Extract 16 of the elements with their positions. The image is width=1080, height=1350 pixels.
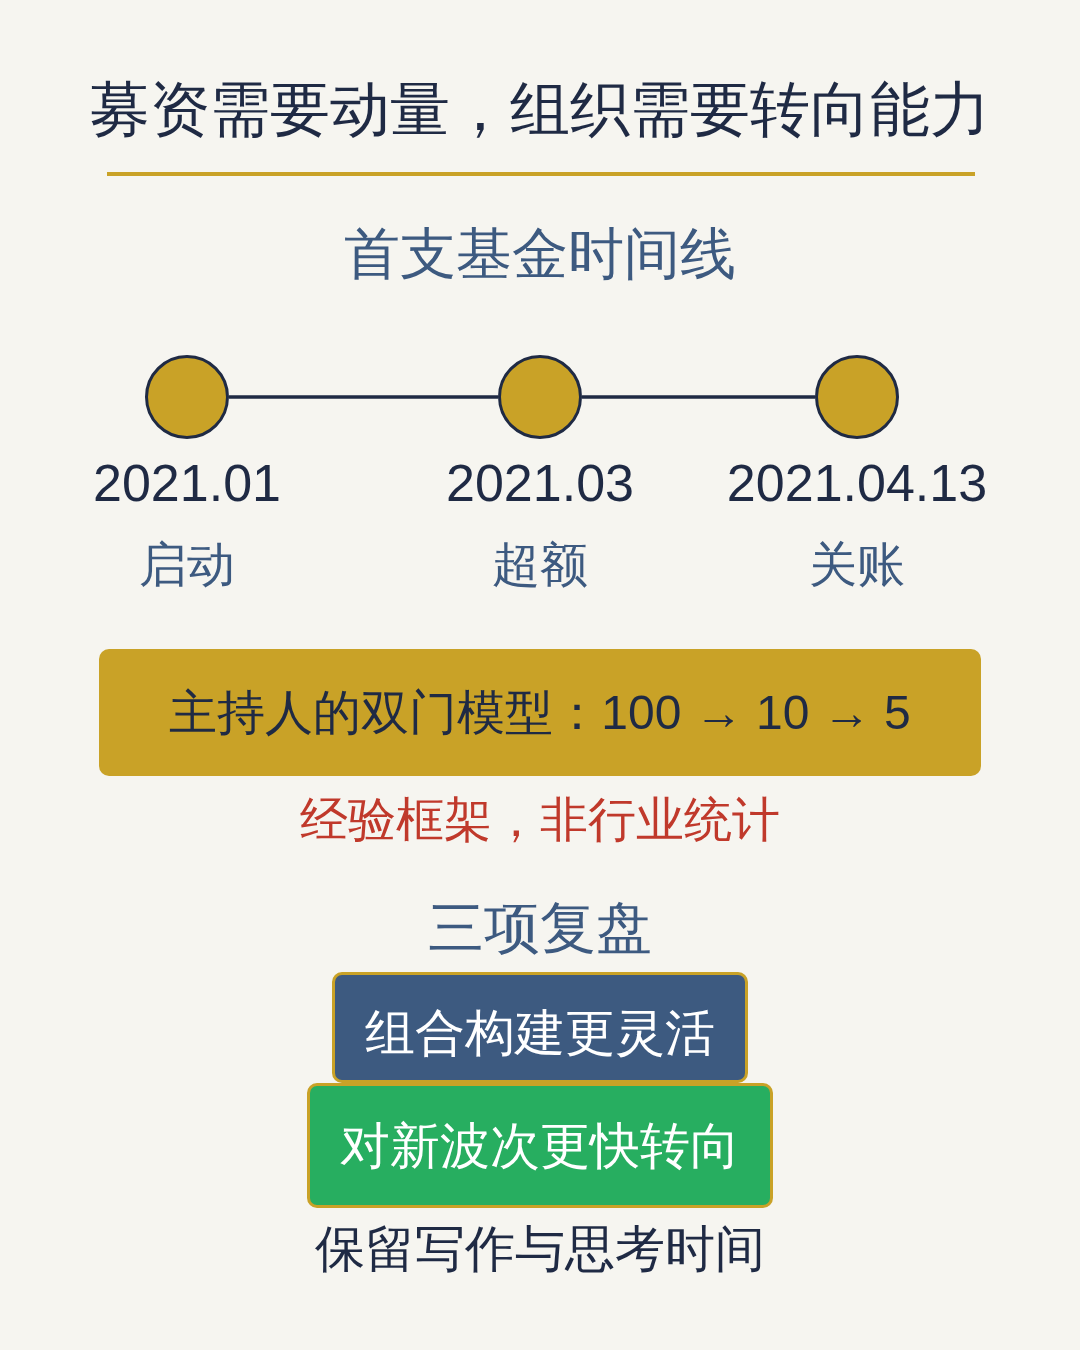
subtitle: 首支基金时间线 (344, 226, 736, 282)
note-text: 经验框架，非行业统计 (300, 796, 780, 844)
milestone-text: 关账 (809, 541, 905, 589)
date-text: 2021.01 (93, 457, 281, 509)
milestone-text: 启动 (139, 541, 235, 589)
item-box: 组合构建更灵活 (332, 972, 748, 1083)
date-text: 2021.03 (446, 457, 634, 509)
milestone-text: 超额 (492, 541, 588, 589)
item-box: 对新波次更快转向 (307, 1083, 773, 1208)
timeline-line (229, 395, 498, 399)
date-text: 2021.04.13 (726, 457, 988, 509)
title: 募资需要动量，组织需要转向能力 (90, 80, 990, 140)
model-banner: 主持人的双门模型：100 → 10 → 5 (99, 649, 981, 776)
timeline-line (582, 395, 815, 399)
list-item-text: 保留写作与思考时间 (315, 1224, 765, 1274)
section-heading: 三项复盘 (428, 900, 652, 956)
